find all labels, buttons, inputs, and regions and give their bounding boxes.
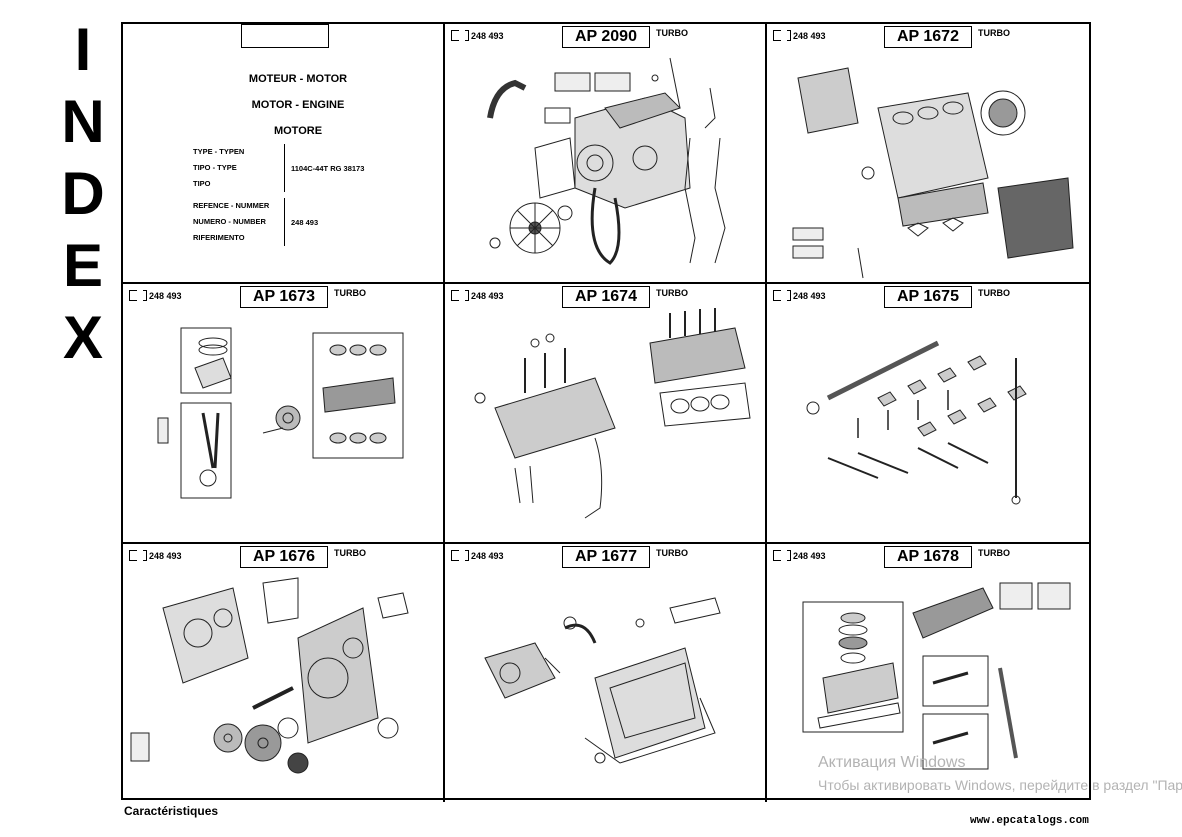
blank-header-box xyxy=(241,24,329,48)
number-label-line: RIFERIMENTO xyxy=(193,233,245,242)
catalog-cell-ap-1672[interactable]: 248 493 AP 1672 TURBO xyxy=(767,24,1089,284)
type-label-line: TIPO xyxy=(193,179,211,188)
ap-number-box[interactable]: AP 1672 xyxy=(884,26,972,48)
number-label: REFENCE - NUMMER NUMERO - NUMBER RIFERIM… xyxy=(193,198,284,246)
timing-gears-illustration xyxy=(130,577,409,774)
cylinder-head-illustration xyxy=(474,308,751,519)
ref-number: 248 493 xyxy=(773,30,826,41)
catalog-cell-ap-2090[interactable]: 248 493 AP 2090 TURBO xyxy=(445,24,767,284)
ref-number: 248 493 xyxy=(773,550,826,561)
turbo-tag: TURBO xyxy=(978,288,1010,298)
ap-number-box[interactable]: AP 1673 xyxy=(240,286,328,308)
title-line: MOTORE xyxy=(273,125,323,137)
title-line: MOTOR - ENGINE xyxy=(251,99,345,111)
catalog-cell-ap-1676[interactable]: 248 493 AP 1676 TURBO xyxy=(123,544,445,802)
index-vertical-title: I N D E X xyxy=(60,14,106,374)
watermark-title: Активация Windows xyxy=(818,754,966,771)
cylinder-block-illustration xyxy=(792,67,1074,279)
windows-activation-watermark: Активация Windows Чтобы активировать Win… xyxy=(818,752,1182,796)
turbo-tag: TURBO xyxy=(978,548,1010,558)
ap-number-box[interactable]: AP 1675 xyxy=(884,286,972,308)
turbo-tag: TURBO xyxy=(656,28,688,38)
ref-number: 248 493 xyxy=(129,550,182,561)
catalog-cell-ap-1677[interactable]: 248 493 AP 1677 TURBO xyxy=(445,544,767,802)
index-letter: X xyxy=(62,304,104,371)
site-url[interactable]: www.epcatalogs.com xyxy=(970,815,1089,827)
turbo-tag: TURBO xyxy=(334,288,366,298)
ref-number: 248 493 xyxy=(451,290,504,301)
turbo-tag: TURBO xyxy=(656,288,688,298)
turbo-tag: TURBO xyxy=(656,548,688,558)
oil-pump-sump-illustration xyxy=(484,597,721,764)
ref-number: 248 493 xyxy=(129,290,182,301)
index-letter: I xyxy=(74,16,92,83)
number-value: 248 493 xyxy=(284,198,318,246)
ap-number-box[interactable]: AP 1676 xyxy=(240,546,328,568)
number-label-line: NUMERO - NUMBER xyxy=(193,217,266,226)
rocker-shaft-illustration xyxy=(806,340,1027,505)
number-label-line: REFENCE - NUMMER xyxy=(193,201,270,210)
engine-titles: MOTEUR - MOTOR MOTOR - ENGINE MOTORE xyxy=(123,66,443,144)
crankshaft-piston-illustration xyxy=(157,327,404,499)
index-letter: N xyxy=(61,88,105,155)
index-letter: D xyxy=(61,160,105,227)
number-row: REFENCE - NUMMER NUMERO - NUMBER RIFERIM… xyxy=(193,198,364,246)
index-letter: E xyxy=(62,232,104,299)
catalog-cell-ap-1675[interactable]: 248 493 AP 1675 TURBO xyxy=(767,284,1089,544)
turbo-tag: TURBO xyxy=(978,28,1010,38)
watermark-subtitle: Чтобы активировать Windows, перейдите в … xyxy=(818,777,1182,793)
index-grid: MOTEUR - MOTOR MOTOR - ENGINE MOTORE TYP… xyxy=(121,22,1091,802)
engine-assembly-illustration xyxy=(487,57,726,265)
type-label-line: TIPO - TYPE xyxy=(193,163,237,172)
engine-info-cell: MOTEUR - MOTOR MOTOR - ENGINE MOTORE TYP… xyxy=(123,24,445,284)
engine-specs: TYPE - TYPEN TIPO - TYPE TIPO 1104C-44T … xyxy=(193,144,364,252)
type-label: TYPE - TYPEN TIPO - TYPE TIPO xyxy=(193,144,284,192)
ap-number-box[interactable]: AP 1677 xyxy=(562,546,650,568)
ref-number: 248 493 xyxy=(451,30,504,41)
ref-number: 248 493 xyxy=(451,550,504,561)
ref-number: 248 493 xyxy=(773,290,826,301)
catalog-cell-ap-1673[interactable]: 248 493 AP 1673 TURBO xyxy=(123,284,445,544)
ap-number-box[interactable]: AP 2090 xyxy=(562,26,650,48)
catalog-cell-ap-1674[interactable]: 248 493 AP 1674 TURBO xyxy=(445,284,767,544)
turbo-tag: TURBO xyxy=(334,548,366,558)
ap-number-box[interactable]: AP 1674 xyxy=(562,286,650,308)
title-line: MOTEUR - MOTOR xyxy=(248,73,348,85)
valve-cover-illustration xyxy=(802,582,1071,770)
type-row: TYPE - TYPEN TIPO - TYPE TIPO 1104C-44T … xyxy=(193,144,364,192)
type-label-line: TYPE - TYPEN xyxy=(193,147,245,156)
caracteristiques-label: Caractéristiques xyxy=(124,804,219,818)
ap-number-box[interactable]: AP 1678 xyxy=(884,546,972,568)
catalog-cell-ap-1678[interactable]: 248 493 AP 1678 TURBO xyxy=(767,544,1089,802)
type-value: 1104C-44T RG 38173 xyxy=(284,144,364,192)
